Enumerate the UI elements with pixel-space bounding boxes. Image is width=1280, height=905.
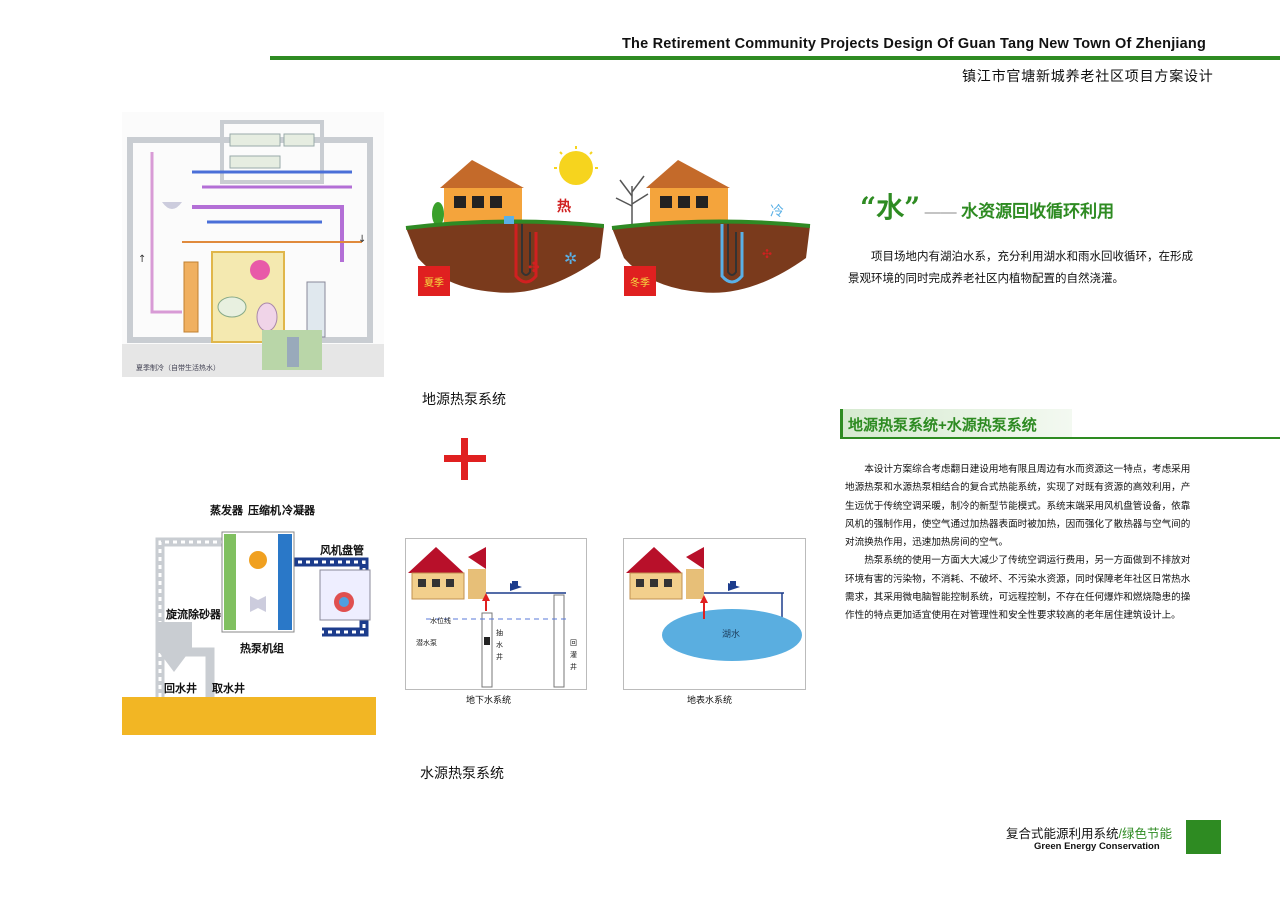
label-separator: 旋流除砂器: [165, 607, 222, 621]
plus-icon: [444, 438, 486, 485]
svg-text:↑: ↑: [138, 254, 146, 265]
water-quote-title: “水”: [860, 191, 921, 224]
label-intake-well: 取水井: [212, 681, 245, 695]
schematic-note: 夏季制冷（自带生活热水）: [136, 363, 220, 372]
groundwater-caption: 地下水系统: [466, 695, 512, 705]
surface-caption: 地表水系统: [687, 695, 733, 705]
recharge-well-label: 回: [570, 639, 577, 647]
ground-source-schematic: ↑ ↓ 夏季制冷（自带生活热水）: [122, 112, 384, 377]
pump-well-label: 抽: [496, 628, 503, 637]
svg-text:井: 井: [570, 662, 577, 671]
heat-pump-paragraph-2: 热泵系统的使用一方面大大减少了传统空调运行费用，另一方面做到不排放对环境有害的污…: [845, 555, 1191, 622]
footer-green-block: [1186, 820, 1221, 854]
header-rule: [270, 56, 1280, 60]
water-paragraph: 项目场地内有湖泊水系，充分利用湖水和雨水回收循环，在形成景观环境的同时完成养老社…: [848, 251, 1193, 285]
footer-title-green: 绿色节能: [1122, 827, 1173, 841]
label-condenser: 冷凝器: [282, 503, 316, 517]
water-source-diagram: 蒸发器 压缩机 冷凝器 风机盘管 旋流除砂器 热泵机组 回水井 取水井: [122, 492, 376, 735]
footer-title-cn: 复合式能源利用系统/绿色节能: [1006, 823, 1172, 842]
label-return-well: 回水井: [164, 681, 197, 695]
ground-source-caption: 地源热泵系统: [422, 391, 506, 407]
water-level-label: 水位线: [430, 616, 451, 625]
footer-title-main: 复合式能源利用系统: [1006, 827, 1119, 841]
section-rule: [840, 437, 1280, 439]
water-title-dash: ——: [924, 204, 957, 221]
water-subtitle: 水资源回收循环利用: [961, 202, 1115, 221]
summer-tag: 夏季: [424, 277, 444, 289]
svg-text:✣: ✣: [528, 260, 540, 276]
heat-pump-paragraph-1: 本设计方案综合考虑翻日建设用地有限且周边有水而资源这一特点，考虑采用地源热泵和水…: [845, 464, 1191, 549]
header-title-en: The Retirement Community Projects Design…: [622, 36, 1207, 52]
pump-label: 潜水泵: [416, 638, 437, 647]
heat-pump-section-title: 地源热泵系统+水源热泵系统: [848, 417, 1037, 434]
surface-water-system: 湖水: [623, 538, 806, 690]
footer-slash: /: [1118, 827, 1122, 841]
lake-label: 湖水: [722, 628, 740, 640]
water-source-caption: 水源热泵系统: [420, 765, 504, 781]
svg-text:✲: ✲: [564, 249, 577, 268]
heat-pump-text: 本设计方案综合考虑翻日建设用地有限且周边有水而资源这一特点，考虑采用地源热泵和水…: [845, 461, 1195, 626]
label-evaporator: 蒸发器: [210, 503, 244, 517]
header-title-cn: 镇江市官塘新城养老社区项目方案设计: [962, 68, 1214, 84]
label-fan-coil: 风机盘管: [320, 543, 364, 557]
label-unit: 热泵机组: [240, 641, 284, 655]
svg-text:✣: ✣: [762, 247, 772, 261]
hot-label: 热: [557, 198, 571, 215]
section-band: [840, 409, 1072, 437]
label-compressor: 压缩机: [248, 503, 281, 517]
svg-text:↓: ↓: [358, 234, 366, 245]
cold-label: 冷: [770, 204, 784, 220]
summer-ground-scene: 热 ✲ ✣ 夏季: [404, 146, 605, 298]
groundwater-system: 水位线 潜水泵 抽 水 井 回 灌 井: [405, 538, 587, 690]
winter-ground-scene: 冷 ✣ 冬季: [610, 146, 812, 298]
svg-text:水: 水: [496, 640, 503, 649]
water-section-title: “水” —— 水资源回收循环利用: [860, 186, 1114, 226]
svg-text:灌: 灌: [570, 650, 577, 659]
winter-tag: 冬季: [630, 276, 650, 289]
footer-title-en: Green Energy Conservation: [1034, 841, 1160, 852]
svg-text:井: 井: [496, 652, 503, 661]
